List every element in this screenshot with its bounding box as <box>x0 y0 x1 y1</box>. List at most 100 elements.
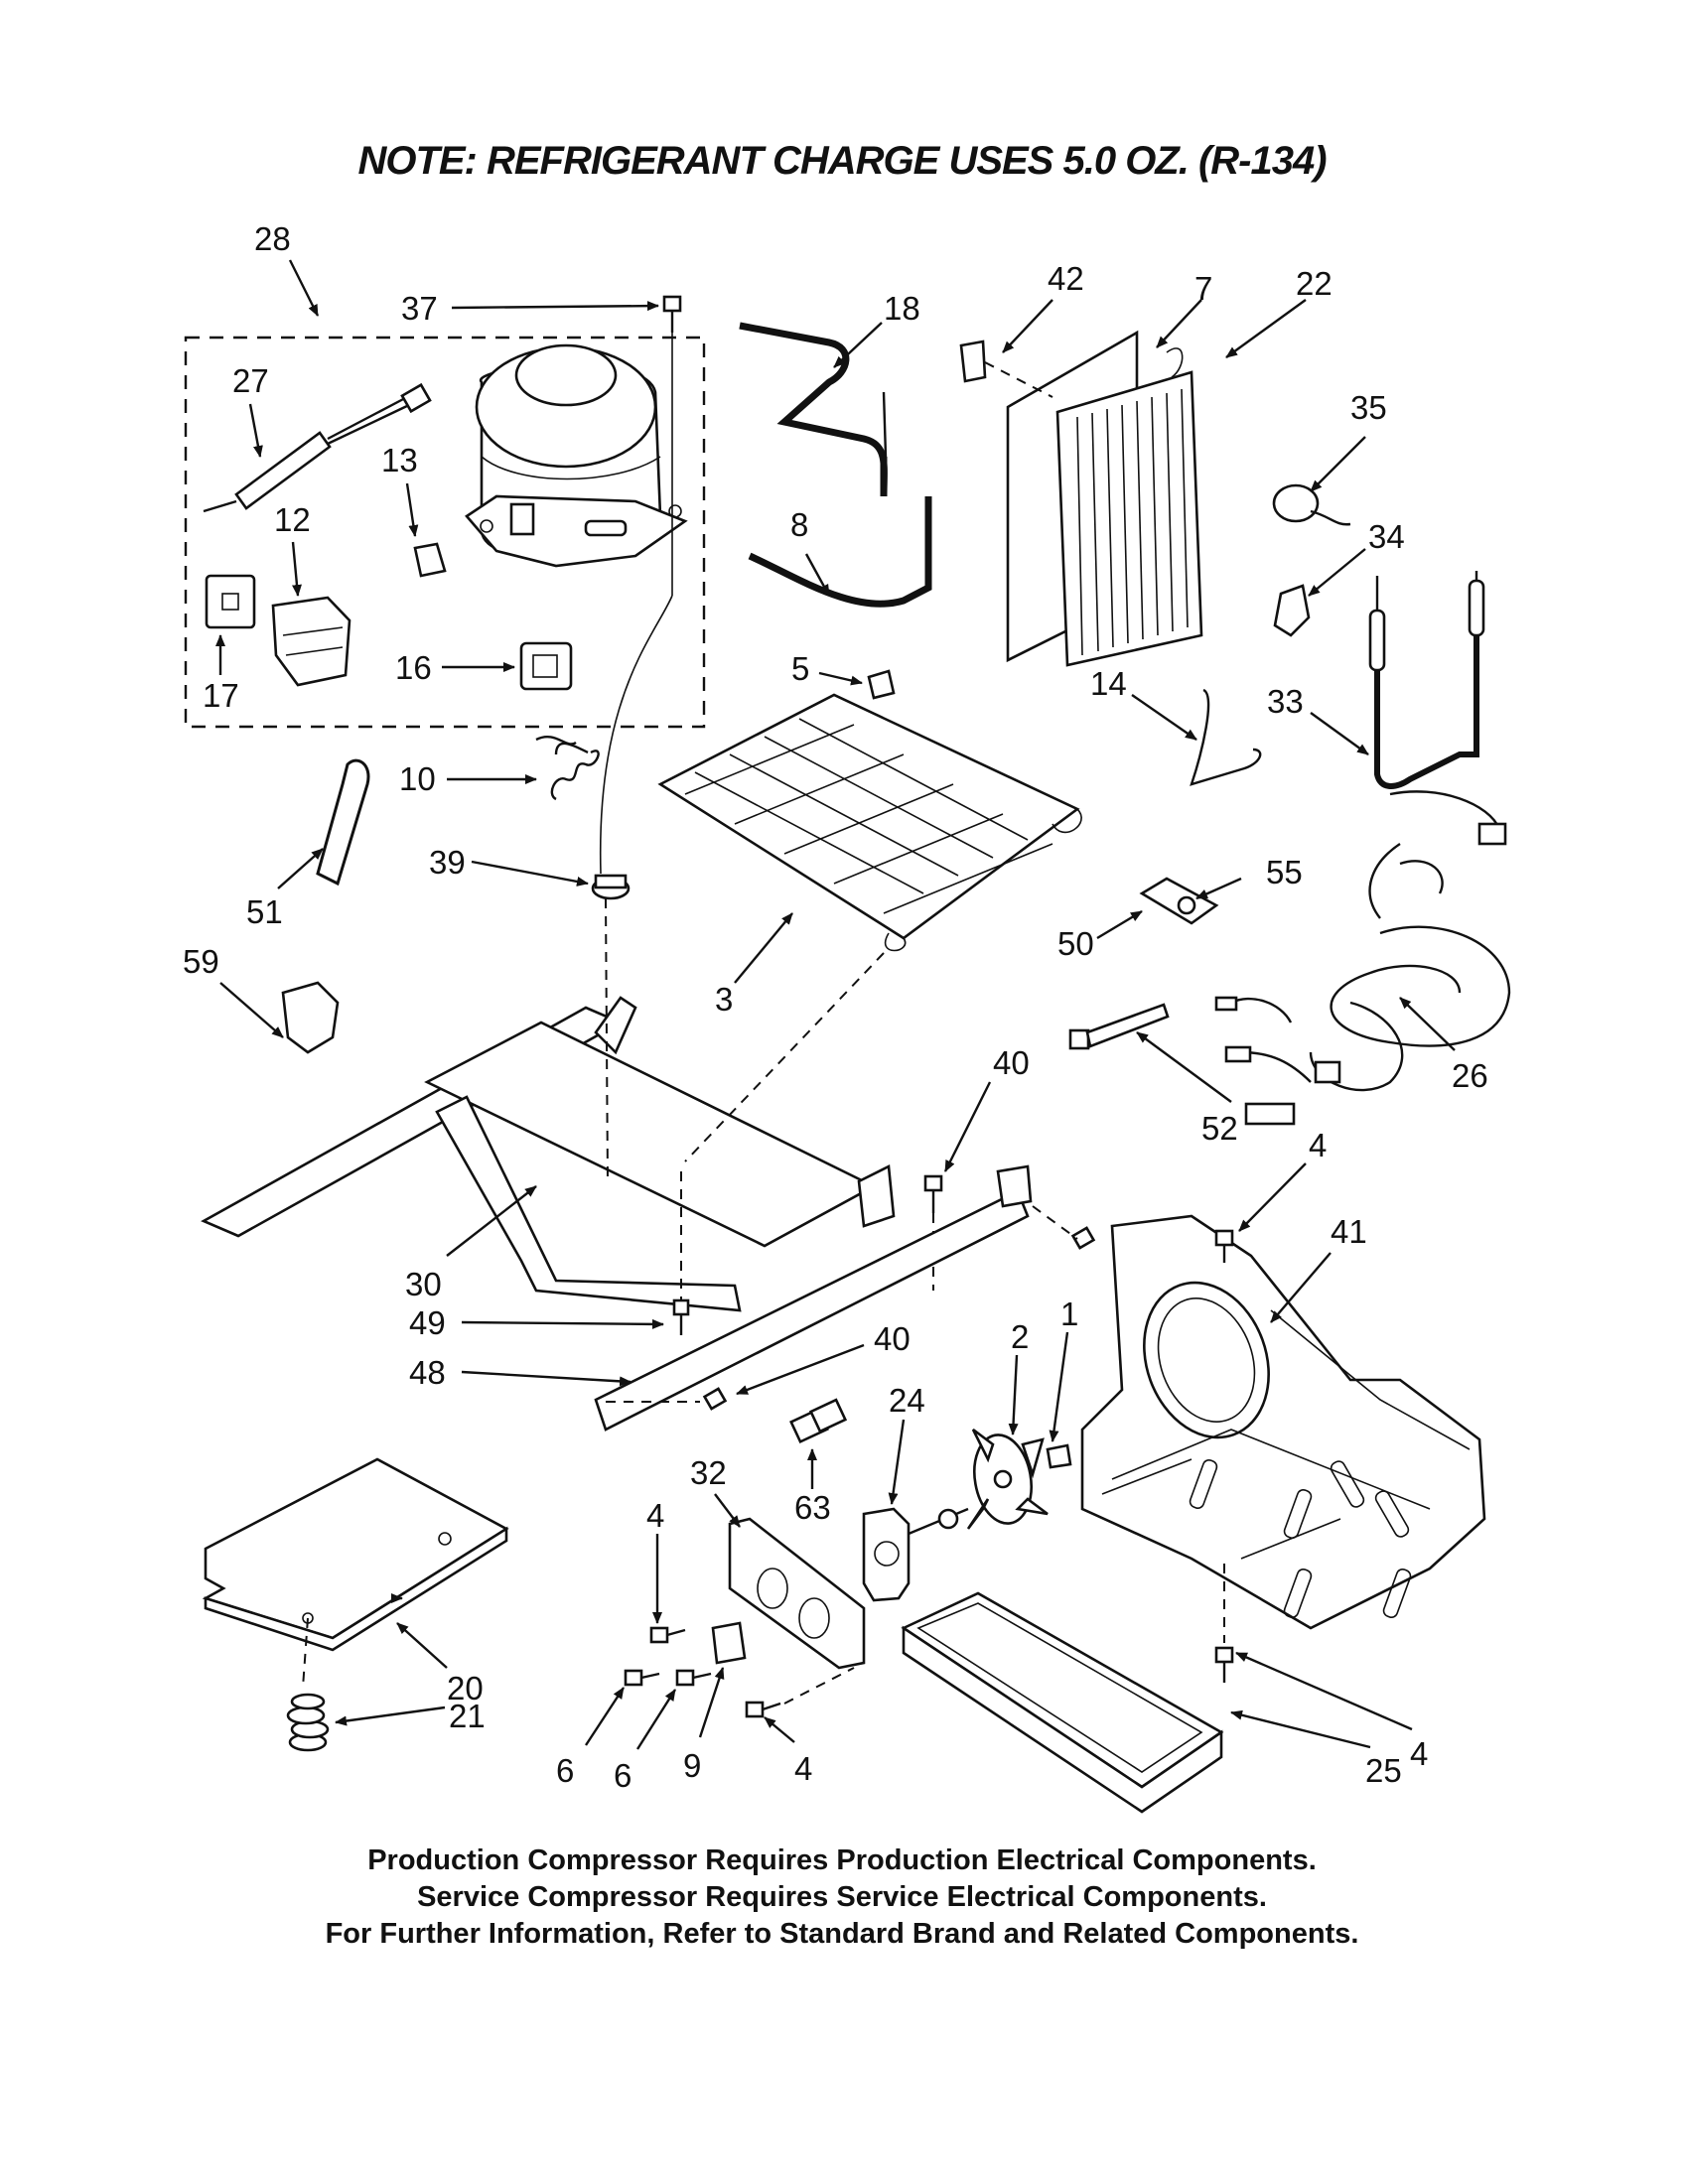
clip-59 <box>281 981 340 1054</box>
grommet-63 <box>789 1398 848 1444</box>
screw-4d <box>1214 1646 1234 1683</box>
screw-40b <box>1070 1226 1096 1250</box>
callout-30: 30 <box>405 1266 442 1302</box>
callout-4-bottom: 4 <box>794 1750 812 1787</box>
fan-bracket-41 <box>1080 1214 1486 1630</box>
clip-13 <box>413 542 447 578</box>
screw-55 <box>1177 895 1196 915</box>
callout-5: 5 <box>791 650 809 687</box>
screw-6b <box>675 1669 712 1687</box>
callout-3: 3 <box>715 981 733 1018</box>
rail-48 <box>594 1164 1033 1432</box>
callout-4-top: 4 <box>1309 1127 1327 1163</box>
tie-52 <box>1068 1003 1170 1050</box>
bracket-32 <box>728 1517 866 1670</box>
callout-1: 1 <box>1060 1296 1078 1332</box>
callout-50: 50 <box>1057 925 1094 962</box>
base-plate-20 <box>202 1457 509 1652</box>
clip-5 <box>867 669 896 700</box>
condenser-22 <box>1006 330 1203 667</box>
overload-17 <box>205 574 256 629</box>
evaporator-3 <box>657 693 1082 952</box>
grommet-39 <box>591 874 631 900</box>
callout-13: 13 <box>381 442 418 478</box>
callout-21: 21 <box>449 1698 486 1734</box>
drier-33 <box>1368 571 1485 789</box>
callout-12: 12 <box>274 501 311 538</box>
callout-39: 39 <box>429 844 466 881</box>
tube-8 <box>748 496 932 608</box>
clip-42 <box>959 340 987 383</box>
callout-16: 16 <box>395 649 432 686</box>
refrigerant-note: NOTE: REFRIGERANT CHARGE USES 5.0 OZ. (R… <box>357 139 1327 183</box>
callout-63: 63 <box>794 1489 831 1526</box>
drain-pan-25 <box>901 1591 1224 1814</box>
wire-14 <box>1190 688 1262 786</box>
callout-55: 55 <box>1266 854 1303 890</box>
footer-line-3: For Further Information, Refer to Standa… <box>325 1918 1359 1950</box>
leader-lines <box>215 259 1456 1750</box>
fan-blade-2 <box>966 1428 1049 1530</box>
capacitor-16 <box>519 641 573 691</box>
callout-37: 37 <box>401 290 438 327</box>
callout-6-left: 6 <box>556 1752 574 1789</box>
thermostat-35 <box>1272 483 1351 526</box>
callout-4-left: 4 <box>646 1497 664 1534</box>
screw-40a <box>923 1174 943 1213</box>
defrost-heater-27 <box>203 382 432 513</box>
callout-27: 27 <box>232 362 269 399</box>
callout-33: 33 <box>1267 683 1304 720</box>
screw-6a <box>624 1669 660 1687</box>
slot-array <box>1189 1459 1412 1618</box>
callout-59: 59 <box>183 943 219 980</box>
callout-49: 49 <box>409 1304 446 1341</box>
callout-48: 48 <box>409 1354 446 1391</box>
callout-20: 20 <box>447 1670 484 1706</box>
footer-line-2: Service Compressor Requires Service Elec… <box>417 1881 1267 1913</box>
screw-37 <box>662 295 682 333</box>
callout-14: 14 <box>1090 665 1127 702</box>
tube-18 <box>739 322 888 497</box>
condenser-fins <box>1076 388 1189 656</box>
callout-34: 34 <box>1368 518 1405 555</box>
wire-harness-26 <box>1214 790 1511 1126</box>
footer-line-1: Production Compressor Requires Productio… <box>367 1844 1317 1876</box>
callout-28: 28 <box>254 220 291 257</box>
callout-40-mid: 40 <box>874 1320 911 1357</box>
frame-30 <box>201 996 896 1312</box>
callout-2: 2 <box>1011 1318 1029 1355</box>
screw-40c <box>702 1387 728 1411</box>
clip-9 <box>711 1621 747 1665</box>
fan-motor-24 <box>862 1507 969 1602</box>
callout-24: 24 <box>889 1382 925 1419</box>
screw-4b <box>649 1626 686 1644</box>
relay-12 <box>271 596 351 687</box>
evaporator-coil-rows <box>684 718 1053 914</box>
callout-51: 51 <box>246 893 283 930</box>
callout-40-top: 40 <box>993 1044 1030 1081</box>
wire-10 <box>550 742 600 801</box>
callout-35: 35 <box>1350 389 1387 426</box>
callout-32: 32 <box>690 1454 727 1491</box>
callout-52: 52 <box>1201 1110 1238 1147</box>
callout-22: 22 <box>1296 265 1333 302</box>
callout-9: 9 <box>683 1747 701 1784</box>
screw-49 <box>672 1298 690 1335</box>
callout-labels: 28 37 27 13 12 17 16 18 8 42 7 22 35 34 … <box>183 220 1488 1794</box>
callout-26: 26 <box>1452 1057 1488 1094</box>
hose-51 <box>316 758 370 887</box>
screw-4c <box>745 1701 781 1718</box>
callout-25: 25 <box>1365 1752 1402 1789</box>
callout-6-right: 6 <box>614 1757 632 1794</box>
spring-21 <box>286 1693 330 1752</box>
clip-34 <box>1273 584 1311 637</box>
callout-10: 10 <box>399 760 436 797</box>
callout-8: 8 <box>790 506 808 543</box>
callout-17: 17 <box>203 677 239 714</box>
callout-18: 18 <box>884 290 920 327</box>
callout-4-right: 4 <box>1410 1735 1428 1772</box>
callout-42: 42 <box>1048 260 1084 297</box>
compressor-kit-dashed-box <box>184 336 706 729</box>
screw-4a <box>1214 1229 1234 1263</box>
